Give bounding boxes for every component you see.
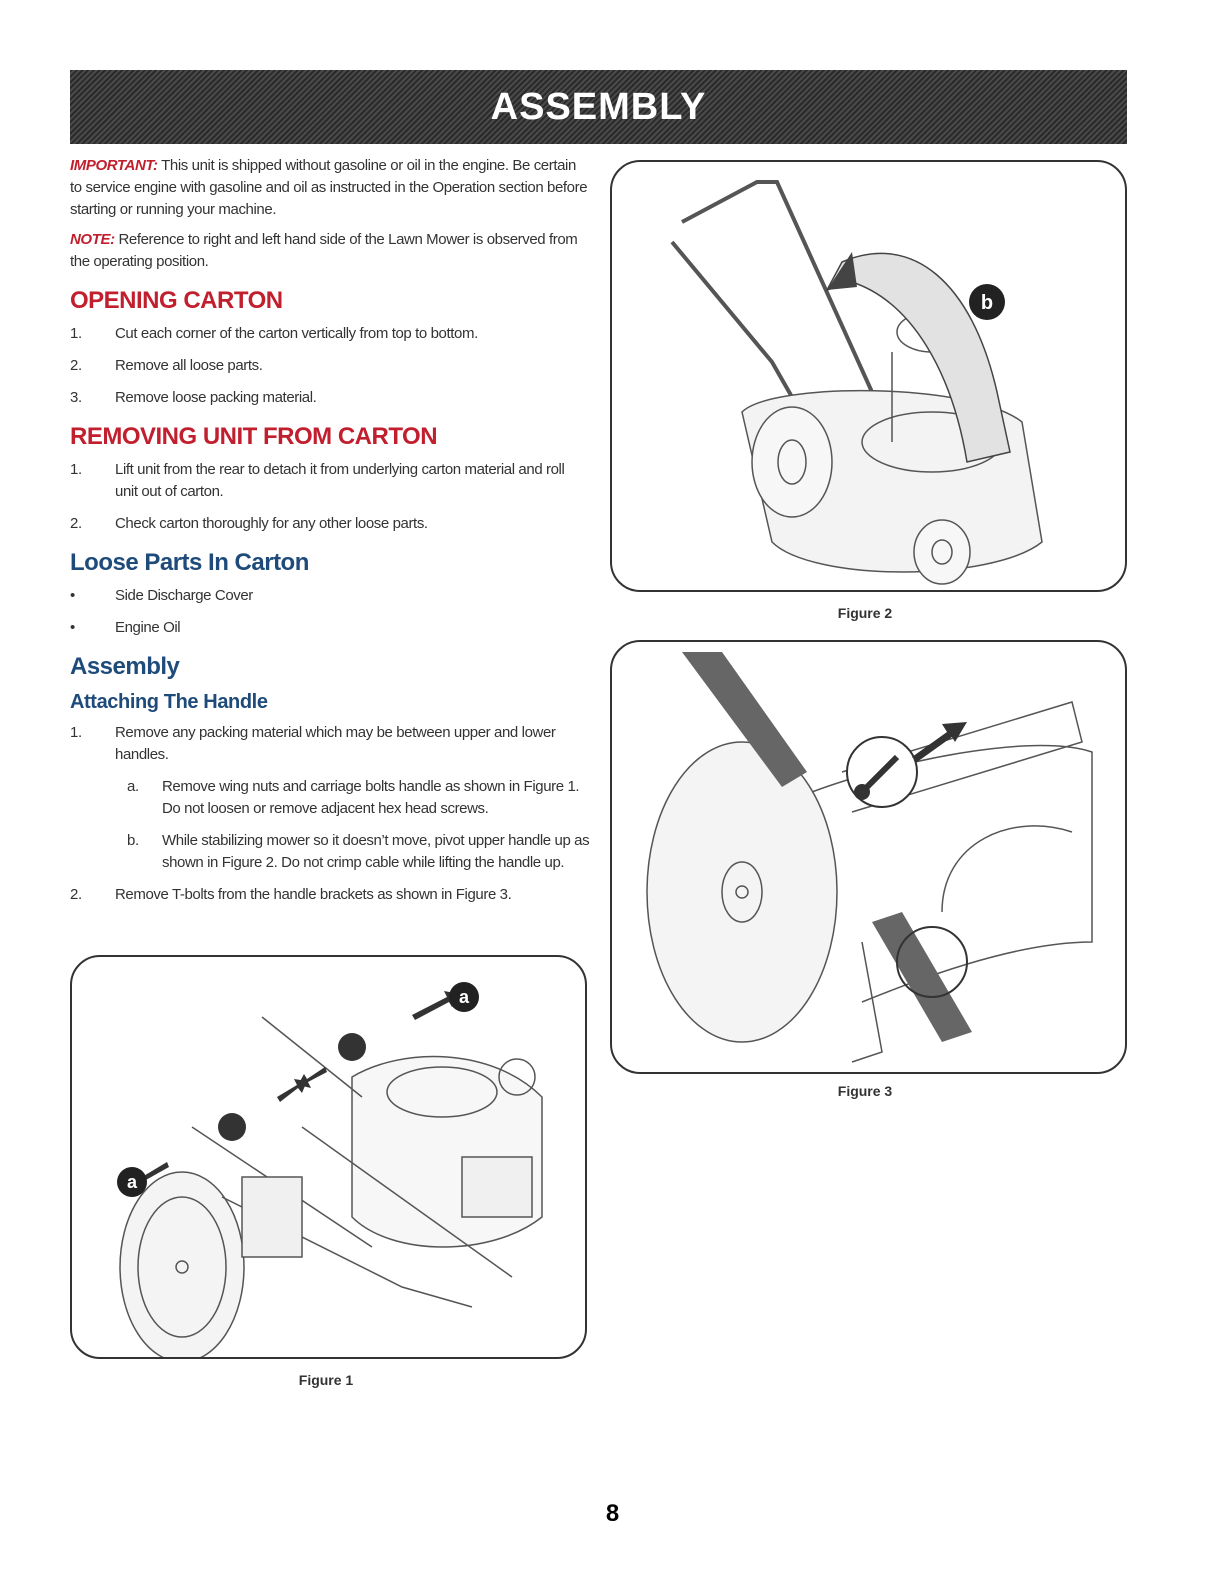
item-text: Side Discharge Cover — [115, 587, 253, 604]
step-text: Remove all loose parts. — [115, 357, 263, 374]
step-text: Remove loose packing material. — [115, 389, 317, 406]
note-paragraph: NOTE: Reference to right and left hand s… — [70, 229, 590, 273]
list-item: 3. Remove loose packing material. — [70, 387, 590, 409]
step-text: Check carton thoroughly for any other lo… — [115, 515, 428, 532]
figure-1: a a — [70, 955, 587, 1359]
section-title: ASSEMBLY — [490, 85, 707, 128]
step-text: Cut each corner of the carton vertically… — [115, 325, 478, 342]
list-item: • Side Discharge Cover — [70, 585, 590, 607]
figure-2-caption: Figure 2 — [837, 605, 893, 621]
step-number: b. — [127, 832, 139, 849]
svg-text:a: a — [127, 1172, 138, 1192]
figure-2: b — [610, 160, 1127, 592]
note-label: NOTE: — [70, 231, 115, 248]
removing-unit-heading: REMOVING UNIT FROM CARTON — [70, 423, 438, 450]
list-item: 2. Check carton thoroughly for any other … — [70, 513, 590, 535]
step-number: 1. — [70, 325, 82, 342]
step-text: While stabilizing mower so it doesn’t mo… — [162, 832, 590, 871]
list-item: 2. Remove T-bolts from the handle bracket… — [70, 884, 590, 906]
assembly-heading: Assembly — [70, 653, 180, 680]
left-column: IMPORTANT: This unit is shipped without … — [70, 155, 590, 916]
important-text: This unit is shipped without gasoline or… — [70, 157, 588, 218]
detail-circle — [896, 926, 968, 998]
attaching-handle-heading: Attaching The Handle — [70, 691, 268, 713]
marker-a-top: a — [449, 982, 479, 1012]
loose-parts-heading: Loose Parts In Carton — [70, 549, 309, 576]
list-item: 1. Lift unit from the rear to detach it f… — [70, 459, 590, 503]
step-text: Remove T-bolts from the handle brackets … — [115, 886, 512, 903]
step-number: a. — [127, 778, 139, 795]
list-item: 2. Remove all loose parts. — [70, 355, 590, 377]
wing-nut — [338, 1033, 366, 1061]
bullet: • — [70, 587, 75, 604]
important-label: IMPORTANT: — [70, 157, 158, 174]
bullet: • — [70, 619, 75, 636]
sub-list-item: b. While stabilizing mower so it doesn’t … — [127, 830, 590, 874]
step-number: 2. — [70, 515, 82, 532]
section-banner: ASSEMBLY — [70, 70, 1127, 144]
list-item: • Engine Oil — [70, 617, 590, 639]
svg-text:b: b — [981, 292, 993, 314]
step-text: Remove any packing material which may be… — [115, 724, 556, 763]
figure-2-illustration: b — [670, 180, 1043, 585]
marker-b: b — [969, 284, 1005, 320]
page-number: 8 — [605, 1500, 620, 1527]
arrow-icon — [912, 722, 967, 762]
figure-1-illustration: a a — [117, 982, 543, 1357]
curved-arrow-icon — [825, 252, 1011, 463]
marker-a-left: a — [117, 1167, 147, 1197]
step-text: Lift unit from the rear to detach it fro… — [115, 461, 565, 500]
important-paragraph: IMPORTANT: This unit is shipped without … — [70, 155, 590, 221]
note-text: Reference to right and left hand side of… — [70, 231, 578, 270]
opening-carton-heading: OPENING CARTON — [70, 287, 283, 314]
figure-3-illustration — [646, 652, 1093, 1063]
item-text: Engine Oil — [115, 619, 181, 636]
step-number: 1. — [70, 724, 82, 741]
step-number: 3. — [70, 389, 82, 406]
sub-list-item: a. Remove wing nuts and carriage bolts ha… — [127, 776, 590, 820]
figure-1-caption: Figure 1 — [298, 1372, 354, 1388]
list-item: 1. Remove any packing material which may … — [70, 722, 590, 766]
list-item: 1. Cut each corner of the carton vertical… — [70, 323, 590, 345]
figure-3 — [610, 640, 1127, 1074]
step-number: 1. — [70, 461, 82, 478]
step-number: 2. — [70, 886, 82, 903]
step-text: Remove wing nuts and carriage bolts hand… — [162, 778, 580, 817]
svg-text:a: a — [459, 987, 470, 1007]
wing-nut — [218, 1113, 246, 1141]
step-number: 2. — [70, 357, 82, 374]
figure-3-caption: Figure 3 — [837, 1083, 893, 1099]
